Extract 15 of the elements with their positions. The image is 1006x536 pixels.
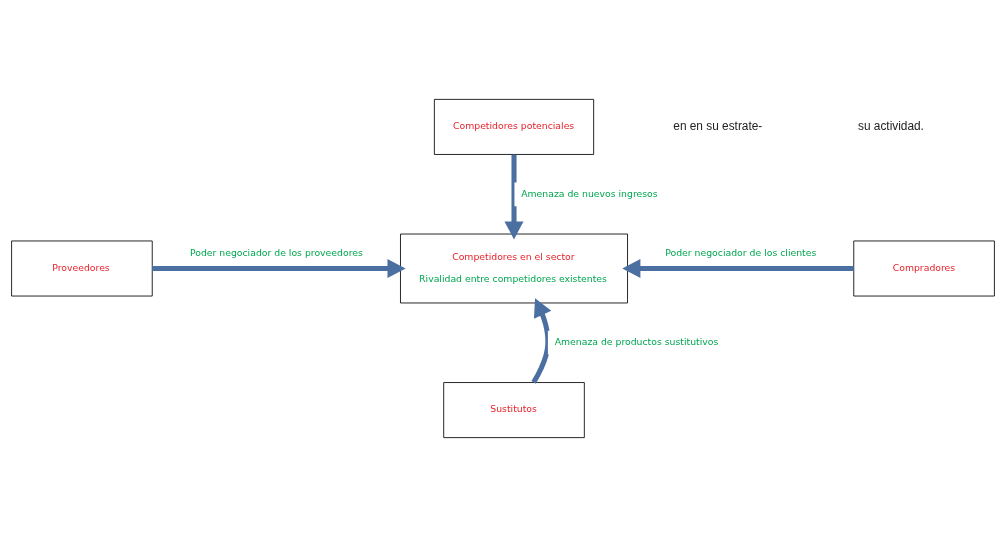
node-box: Competidores potenciales bbox=[433, 98, 595, 155]
arrow bbox=[622, 258, 854, 278]
arrow bbox=[531, 297, 552, 384]
edge-label: Poder negociador de los clientes bbox=[665, 246, 817, 258]
node-box: Competidores en el sector Rivalidad entre competidores existentes bbox=[400, 233, 628, 303]
node-box: Proveedores bbox=[11, 240, 153, 296]
label: en en su estrate- bbox=[673, 118, 763, 133]
arrow bbox=[152, 258, 406, 278]
node-box: Sustitutos bbox=[443, 381, 585, 438]
edge-label: Amenaza de productos sustitutivos bbox=[554, 335, 719, 347]
edge-label: Amenaza de nuevos ingresos bbox=[521, 187, 658, 199]
arrow bbox=[504, 154, 524, 240]
label: su actividad. bbox=[858, 118, 924, 133]
node-box: Compradores bbox=[853, 240, 995, 296]
edge-label: Poder negociador de los proveedores bbox=[189, 246, 363, 258]
